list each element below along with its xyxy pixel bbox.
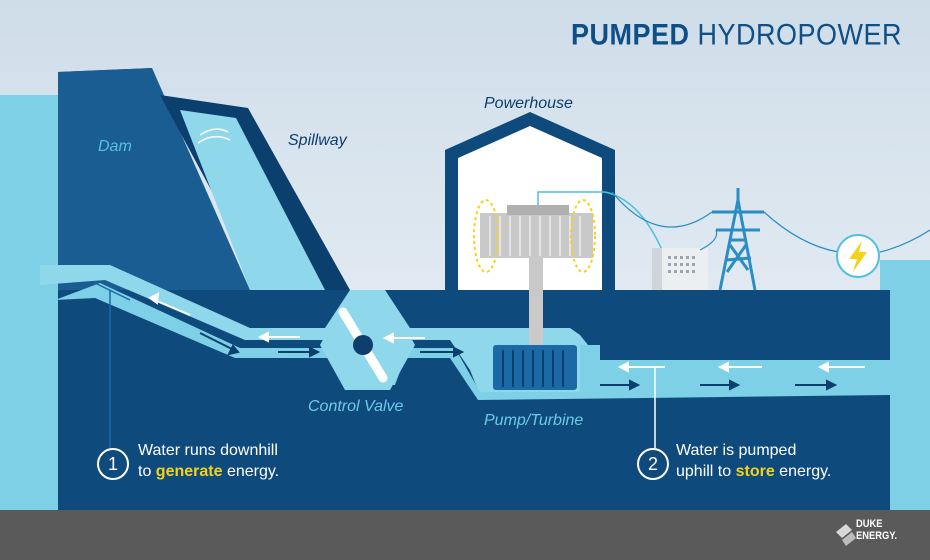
duke-energy-logo: DUKE ENERGY. — [856, 518, 898, 542]
step-2-highlight: store — [735, 463, 775, 480]
transformer-icon — [652, 248, 708, 290]
step-2-number: 2 — [637, 448, 669, 480]
step-2-text: Water is pumped uphill to store energy. — [676, 442, 832, 480]
dam-label: Dam — [98, 138, 132, 155]
spillway-water — [180, 110, 325, 290]
title-bold: PUMPED — [570, 18, 690, 52]
generator-icon — [473, 199, 596, 348]
pump-turbine-label: Pump/Turbine — [484, 412, 584, 429]
page-title: PUMPED HYDROPOWER — [571, 19, 902, 52]
transmission-tower-icon — [712, 188, 764, 291]
turbine-icon — [493, 345, 577, 390]
spillway-ripple — [199, 128, 229, 136]
step-1-number: 1 — [97, 448, 129, 480]
ground-mass — [58, 68, 890, 510]
spillway-label: Spillway — [288, 132, 347, 149]
flow-arrows — [148, 292, 865, 391]
ground-bar — [0, 510, 930, 560]
control-valve-label: Control Valve — [308, 398, 404, 415]
dam-body — [58, 68, 250, 290]
lightning-bolt-icon — [836, 234, 880, 278]
step-1-text: Water runs downhill to generate energy. — [138, 442, 280, 480]
powerhouse-label: Powerhouse — [484, 95, 573, 112]
step-1-highlight: generate — [155, 463, 223, 480]
duke-energy-logo-icon — [836, 524, 856, 546]
valve-icon — [338, 307, 388, 383]
title-light: HYDROPOWER — [697, 18, 902, 52]
power-cable — [537, 191, 663, 251]
